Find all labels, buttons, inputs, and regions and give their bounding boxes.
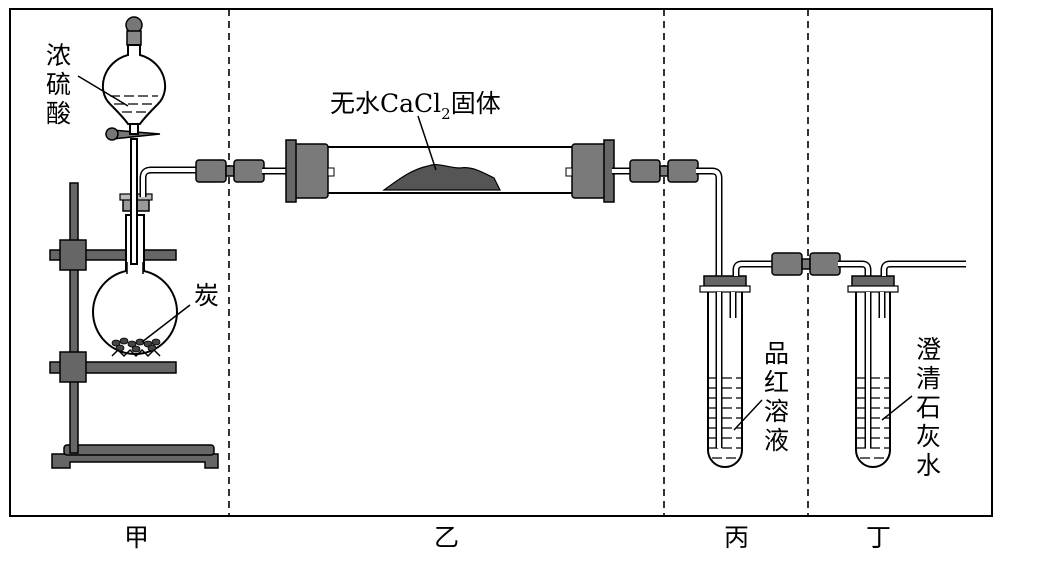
label-carbon: 炭 bbox=[194, 281, 219, 310]
label-drying-agent: 无水CaCl2固体 bbox=[330, 89, 501, 123]
leader-carbon bbox=[141, 304, 191, 343]
label-dye-solution: 品红溶液 bbox=[764, 339, 789, 455]
label-limewater: 澄清石灰水 bbox=[916, 335, 941, 480]
leader-acid bbox=[77, 75, 129, 107]
leader-drying-agent bbox=[417, 115, 437, 171]
iron-stand bbox=[49, 182, 219, 469]
test-tube-dye bbox=[699, 275, 751, 468]
rubber-connector-1 bbox=[195, 159, 265, 183]
leader-limewater bbox=[881, 395, 913, 421]
delivery-tube-1 bbox=[139, 166, 200, 197]
section-label-3: 丙 bbox=[724, 523, 749, 552]
label-acid: 浓硫酸 bbox=[46, 41, 71, 128]
test-tube-limewater bbox=[847, 275, 899, 468]
separatory-funnel bbox=[101, 16, 167, 265]
section-label-2: 乙 bbox=[434, 523, 459, 552]
round-bottom-flask bbox=[92, 214, 178, 358]
section-label-4: 丁 bbox=[866, 523, 891, 552]
section-label-1: 甲 bbox=[124, 523, 149, 552]
outer-frame bbox=[9, 8, 993, 517]
rubber-connector-3 bbox=[771, 252, 841, 276]
rubber-connector-2 bbox=[629, 159, 699, 183]
drying-tube bbox=[262, 139, 632, 203]
leader-dye bbox=[733, 399, 763, 431]
